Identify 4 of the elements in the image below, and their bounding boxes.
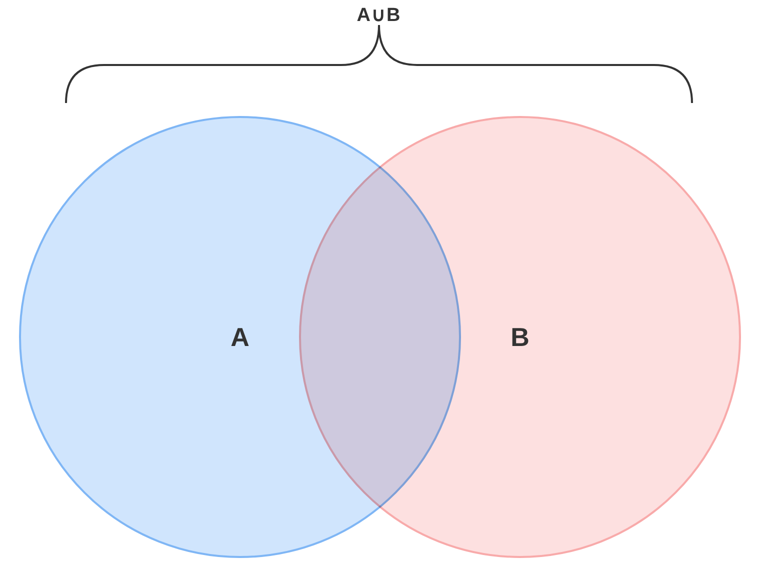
set-label: B (510, 322, 530, 352)
set-circle (298, 115, 742, 559)
union-label: A∪B (356, 4, 402, 27)
set-label: A (230, 322, 250, 352)
